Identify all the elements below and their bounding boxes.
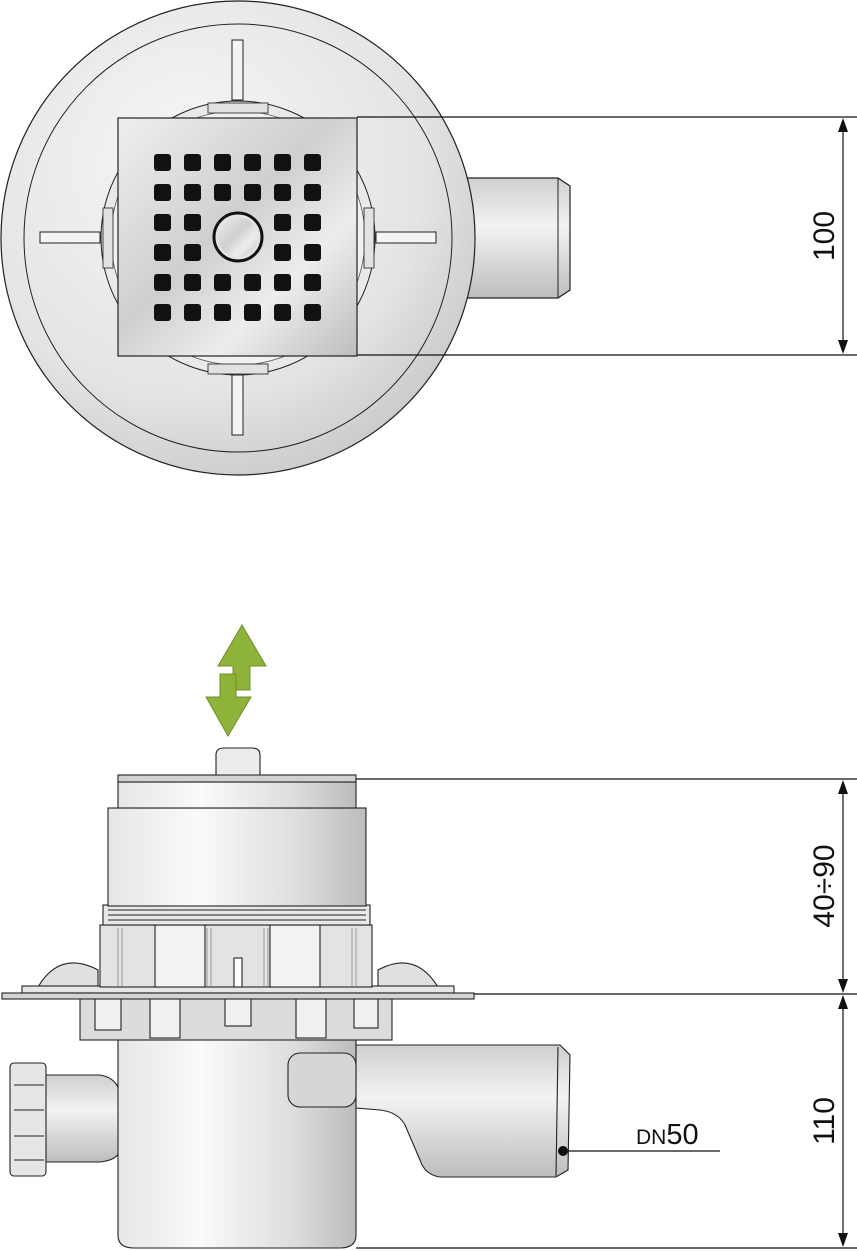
dimension-grate-width xyxy=(357,116,857,356)
outlet-label-size: 50 xyxy=(666,1119,698,1151)
grate-hole xyxy=(154,244,171,261)
grate-hole xyxy=(184,184,201,201)
grate-hole xyxy=(214,184,231,201)
grate-hole xyxy=(154,214,171,231)
grate-hole xyxy=(304,244,321,261)
side-inlet xyxy=(9,1062,121,1177)
side-center-knob xyxy=(215,747,261,776)
grate-hole xyxy=(244,184,261,201)
grate-hole xyxy=(304,274,321,291)
grate-hole xyxy=(214,274,231,291)
grate-hole xyxy=(304,184,321,201)
dimension-label-100: 100 xyxy=(808,211,841,261)
grate-hole xyxy=(274,154,291,171)
grate-hole xyxy=(184,154,201,171)
dimension-side xyxy=(356,778,857,1249)
grate-hole xyxy=(274,214,291,231)
grate-hole xyxy=(304,154,321,171)
side-outlet-pipe xyxy=(287,1044,571,1178)
grate-hole xyxy=(274,244,291,261)
right-dome xyxy=(377,962,439,988)
grate-hole xyxy=(244,154,261,171)
grate-hole xyxy=(274,274,291,291)
grate-hole xyxy=(214,154,231,171)
top-view xyxy=(0,0,571,476)
grate-hole xyxy=(184,274,201,291)
upper-cylinder xyxy=(107,807,367,907)
grate-hole xyxy=(184,214,201,231)
grate-plate xyxy=(117,774,357,783)
lower-frame xyxy=(79,997,393,1041)
up-down-arrow-icon xyxy=(205,624,267,738)
thread xyxy=(102,904,371,926)
grate-hole xyxy=(244,274,261,291)
grate-holder xyxy=(117,781,357,809)
dimension-label-40-90: 40÷90 xyxy=(808,844,841,927)
grate-clips xyxy=(102,102,375,375)
grate-hole xyxy=(244,304,261,321)
adjustment-housing xyxy=(99,924,373,988)
left-dome xyxy=(37,962,99,988)
grate-hole xyxy=(304,304,321,321)
grate-hole xyxy=(184,304,201,321)
inner-flange-ring xyxy=(23,23,453,453)
grate-hole xyxy=(154,274,171,291)
grate-hole xyxy=(304,214,321,231)
dimension-label-110: 110 xyxy=(808,1097,841,1145)
grate-hole xyxy=(274,184,291,201)
grate-hole xyxy=(214,304,231,321)
grate-holes xyxy=(154,154,321,321)
flange-ribs xyxy=(39,39,437,436)
grate-hole xyxy=(154,304,171,321)
grate-hole xyxy=(184,244,201,261)
grate-hole xyxy=(154,154,171,171)
grate-hole xyxy=(274,304,291,321)
outlet-label-dn50: DN50 xyxy=(636,1119,699,1151)
grate-hole xyxy=(154,184,171,201)
side-view xyxy=(1,747,571,1249)
outlet-leader xyxy=(558,1146,720,1156)
outlet-label-prefix: DN xyxy=(636,1126,666,1149)
